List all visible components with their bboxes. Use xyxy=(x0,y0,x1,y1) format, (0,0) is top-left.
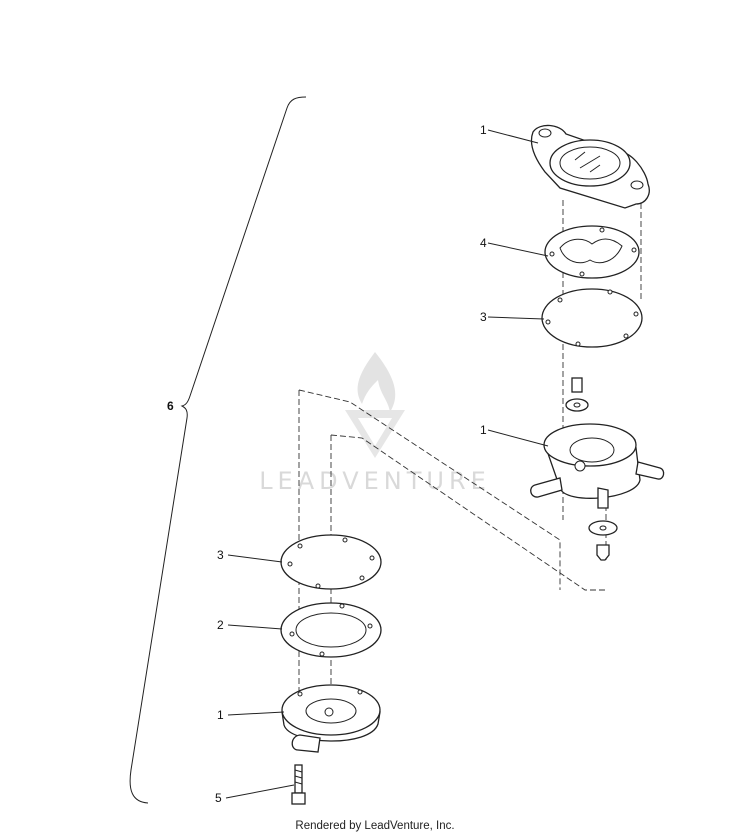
part-5-screw xyxy=(291,764,306,805)
part-1-bottom-cover xyxy=(281,684,381,753)
callout-5: 5 xyxy=(215,791,222,805)
part-3-top-diaphragm xyxy=(541,288,643,348)
part-4-gasket xyxy=(544,225,640,279)
part-1-middle-body xyxy=(530,377,665,561)
watermark-text: LEADVENTURE xyxy=(259,467,491,495)
v-logo-icon xyxy=(345,410,405,458)
part-2-gasket-ring xyxy=(280,602,382,658)
flame-logo-icon xyxy=(357,352,396,412)
callout-6: 6 xyxy=(167,399,174,413)
callout-1-top: 1 xyxy=(480,123,487,137)
callout-3-top: 3 xyxy=(480,310,487,324)
callout-4: 4 xyxy=(480,236,487,250)
part-3-lower-diaphragm xyxy=(280,534,382,590)
callout-2: 2 xyxy=(217,618,224,632)
callout-3-lower: 3 xyxy=(217,548,224,562)
footer-credit: Rendered by LeadVenture, Inc. xyxy=(295,820,455,832)
assembly-bracket xyxy=(129,96,307,804)
callout-1-lower: 1 xyxy=(217,708,224,722)
leadventure-watermark: LEADVENTURE xyxy=(259,352,491,495)
callout-1-middle: 1 xyxy=(480,423,487,437)
callout-labels: 1 4 3 1 6 3 2 1 5 xyxy=(167,123,487,805)
part-1-top-cover xyxy=(530,124,650,209)
leader-lines xyxy=(225,129,549,799)
